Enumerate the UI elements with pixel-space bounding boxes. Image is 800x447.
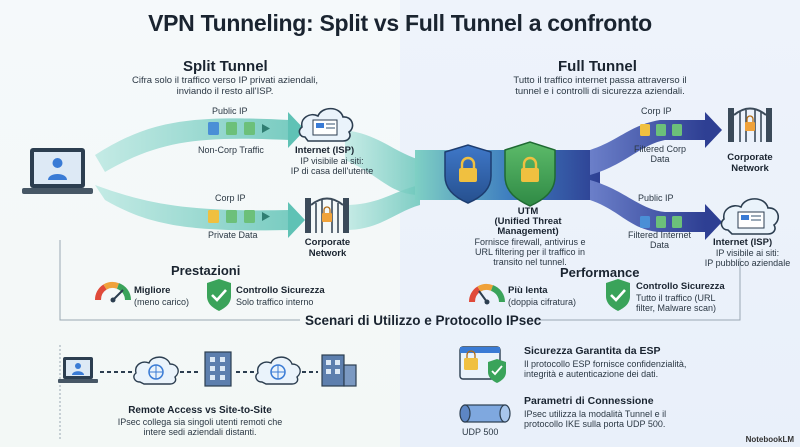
- utm-title-2: (Unified Threat: [494, 216, 562, 227]
- full-public-ip-label: Public IP: [638, 193, 674, 203]
- filtered-internet-line2: Data: [649, 240, 669, 250]
- split-tunnel-tubes: [95, 118, 420, 231]
- scenarios-heading: Scenari di Utilizzo e Protocollo IPsec: [305, 313, 542, 328]
- ipsec-tunnel-pipe-icon: [459, 404, 511, 423]
- full-sec-sub-2: filter, Malware scan): [636, 303, 717, 313]
- internet-cloud-icon: [298, 107, 354, 142]
- full-corporate-label-2: Network: [731, 163, 769, 174]
- internet-desc-line1: IP visibile ai siti:: [300, 156, 364, 166]
- arrow-head-icon: [288, 202, 305, 238]
- full-internet-desc-1: IP visibile ai siti:: [715, 248, 780, 258]
- internet-isp-label: Internet (ISP): [295, 145, 355, 156]
- non-corp-traffic-label: Non-Corp Traffic: [198, 145, 264, 155]
- gauge-good-icon: [95, 281, 131, 303]
- check-shield-right-icon: [606, 279, 630, 311]
- gauge-slow-icon: [469, 283, 505, 305]
- packets-public-ip: [208, 122, 270, 135]
- corporate-gate-icon: [305, 197, 349, 233]
- utm-title-3: Management): [497, 226, 559, 237]
- internet-cloud-right-icon: [720, 198, 780, 235]
- full-sec-sub-1: Tutto il traffico (URL: [636, 293, 716, 303]
- split-tunnel-heading: Split Tunnel: [183, 58, 268, 75]
- full-desc-line2: tunnel e i controlli di sicurezza aziend…: [515, 86, 685, 97]
- split-sec-sub: Solo traffico interno: [236, 297, 314, 307]
- conn-title: Parametri di Connessione: [524, 395, 654, 407]
- full-desc-line1: Tutto il traffico internet passa attrave…: [513, 75, 687, 86]
- perf-better-sub: (meno carico): [134, 297, 190, 307]
- udp-label: UDP 500: [462, 427, 499, 437]
- corporate-gate-right-icon: [728, 107, 772, 142]
- utm-shield-icon: [504, 141, 556, 207]
- packets-full-top: [640, 124, 682, 136]
- split-desc-line1: Cifra solo il traffico verso IP privati …: [131, 75, 319, 86]
- remote-access-desc-2: intere sedi aziendali distanti.: [143, 427, 257, 437]
- notebooklm-logo: NotebookLM: [745, 435, 794, 444]
- section-dividers: [59, 240, 741, 440]
- perf-slow-sub: (doppia cifratura): [508, 297, 577, 307]
- remote-access-desc-1: IPsec collega sia singoli utenti remoti …: [117, 417, 283, 427]
- page-title: VPN Tunneling: Split vs Full Tunnel a co…: [148, 10, 652, 36]
- esp-desc-2: integrità e autenticazione dei dati.: [524, 369, 659, 379]
- filtered-internet-line1: Filtered Internet: [627, 230, 692, 240]
- vpn-lock-shield-icon: [444, 144, 492, 204]
- internet-desc-line2: IP di casa dell'utente: [290, 166, 374, 176]
- utm-title-1: UTM: [517, 206, 539, 217]
- conn-desc-1: IPsec utilizza la modalità Tunnel e il: [524, 409, 667, 419]
- full-corporate-label-1: Corporate: [727, 152, 773, 163]
- esp-desc-1: Il protocollo ESP fornisce confidenziali…: [524, 359, 687, 369]
- arrow-head-icon: [288, 112, 305, 148]
- perf-slow-title: Più lenta: [508, 285, 548, 296]
- filtered-corp-line1: Filtered Corp: [633, 144, 687, 154]
- corporate-network-label-2: Network: [308, 248, 347, 259]
- esp-title: Sicurezza Garantita da ESP: [524, 345, 661, 357]
- utm-desc-1: Fornisce firewall, antivirus e: [474, 237, 586, 247]
- full-corp-ip-label: Corp IP: [641, 106, 672, 116]
- laptop-user-icon: [22, 148, 93, 194]
- private-data-label: Private Data: [208, 230, 258, 240]
- remote-access-illustration: [58, 351, 357, 387]
- perf-better-title: Migliore: [134, 285, 171, 296]
- esp-shield-window-icon: [459, 346, 506, 383]
- filtered-corp-line2: Data: [650, 154, 670, 164]
- prestazioni-heading: Prestazioni: [171, 263, 241, 278]
- packets-corp-ip: [208, 210, 270, 223]
- performance-heading: Performance: [560, 265, 640, 280]
- full-tunnel-heading: Full Tunnel: [558, 58, 637, 75]
- utm-desc-2: URL filtering per il traffico in: [474, 247, 586, 257]
- remote-access-title: Remote Access vs Site-to-Site: [128, 405, 272, 416]
- full-internet-label: Internet (ISP): [713, 237, 773, 248]
- split-sec-title: Controllo Sicurezza: [236, 285, 325, 296]
- public-ip-label: Public IP: [212, 106, 248, 116]
- check-shield-icon: [207, 279, 231, 311]
- full-sec-title: Controllo Sicurezza: [636, 281, 725, 292]
- full-internet-desc-2: IP pubblico aziendale: [704, 258, 791, 268]
- utm-desc-3: transito nel tunnel.: [493, 257, 567, 267]
- split-desc-line2: inviando il resto all'ISP.: [176, 86, 274, 97]
- corp-ip-label: Corp IP: [215, 193, 246, 203]
- packets-full-bottom: [640, 216, 682, 228]
- conn-desc-2: protocollo IKE sulla porta UDP 500.: [524, 419, 666, 429]
- corporate-network-label-1: Corporate: [304, 237, 351, 248]
